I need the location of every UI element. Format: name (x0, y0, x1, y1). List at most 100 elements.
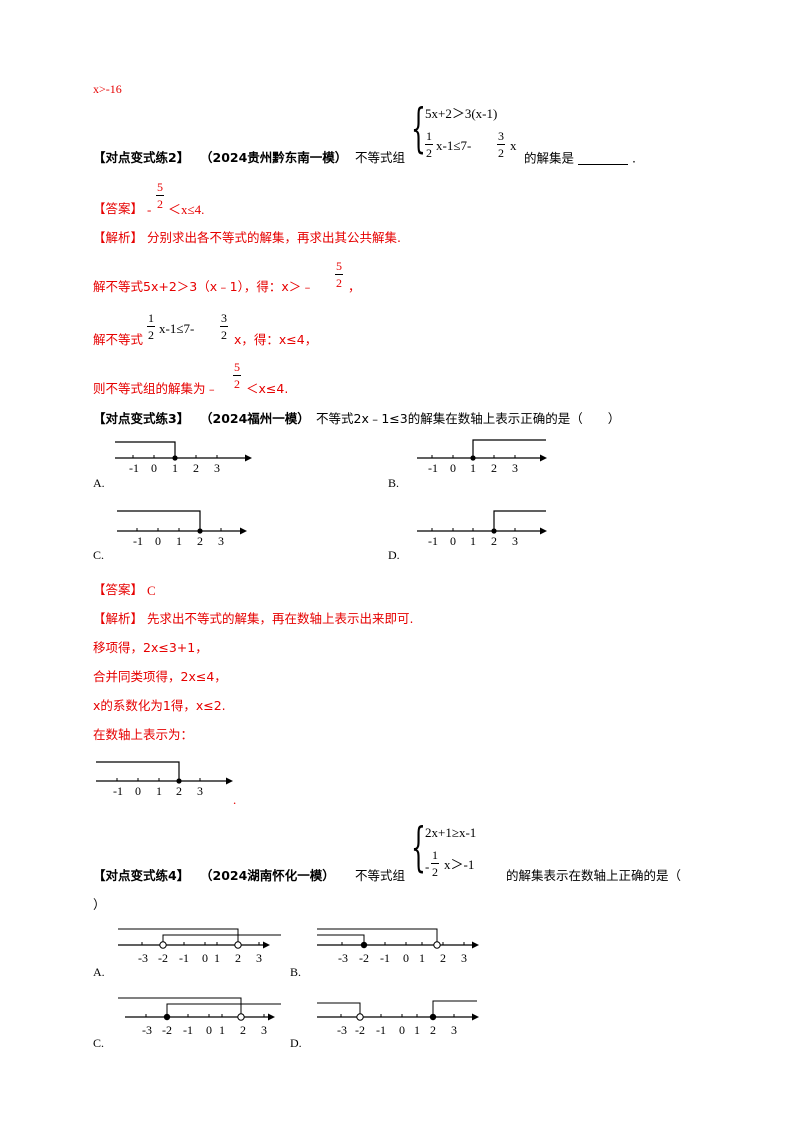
tick-label: 2 (240, 1023, 246, 1037)
system-line-2-end: x＞-1 (444, 857, 475, 872)
tick-label: 3 (512, 461, 518, 475)
answer-blank (578, 152, 628, 165)
solution-step-4: 在数轴上表示为： (93, 727, 194, 742)
fraction-bar (425, 144, 433, 145)
analysis-label: 【解析】 (93, 611, 144, 626)
tick-label: 0 (202, 951, 208, 965)
answer-prefix: - (147, 202, 152, 217)
tick-label: 3 (512, 534, 518, 548)
axis-arrow (245, 454, 252, 462)
tick-label: -2 (359, 951, 369, 965)
system-line-2-middle: x-1≤7- (436, 138, 472, 153)
solid-endpoint (429, 1013, 437, 1021)
answer-value: C (147, 583, 156, 598)
fraction-numerator: 5 (234, 360, 240, 374)
answer-label: 【答案】 (93, 201, 144, 216)
axis-arrow (540, 454, 547, 462)
solution-ray (472, 439, 546, 458)
option-d-label[interactable]: D. (290, 1036, 302, 1050)
analysis-text: 分别求出各不等式的解集，再求出其公共解集. (147, 230, 401, 245)
solution-step-3: 则不等式组的解集为﹣ (93, 381, 219, 396)
fraction-denominator: 2 (221, 328, 227, 342)
tick-label: 0 (450, 461, 456, 475)
option-a-label[interactable]: A. (93, 476, 105, 490)
tick-label: 2 (235, 951, 241, 965)
solution-ray (96, 761, 180, 781)
solution-number-line: -1 0 1 2 3 (96, 761, 233, 798)
tick-label: -3 (138, 951, 148, 965)
tick-label: 1 (156, 784, 162, 798)
tick-label: 2 (197, 534, 203, 548)
exercise-2-source: （2024贵州黔东南一模） (200, 150, 348, 165)
exercise-4-label: 【对点变式练4】 (93, 868, 190, 883)
fraction: 5 2 (233, 361, 241, 390)
stem-text: 的解集是 (524, 150, 575, 166)
tick-label: 1 (470, 461, 476, 475)
exercise-4-stem-end: 的解集表示在数轴上正确的是（ (506, 868, 682, 883)
solution-step-2: 合并同类项得，2x≤4， (93, 669, 227, 684)
fraction-denominator: 2 (234, 377, 240, 391)
previous-answer-text: x>-16 (93, 82, 122, 96)
tick-label: 1 (219, 1023, 225, 1037)
tick-label: -3 (338, 951, 348, 965)
option-a-label[interactable]: A. (93, 965, 105, 979)
option-b-label[interactable]: B. (388, 476, 400, 490)
fraction: 5 2 (335, 260, 343, 289)
solution-step-2: 解不等式 (93, 332, 144, 347)
fraction-numerator: 3 (498, 129, 504, 143)
solution-ray (115, 441, 176, 458)
axis-arrow (226, 777, 233, 785)
fraction: 1 2 (425, 130, 433, 159)
fraction-denominator: 2 (498, 146, 504, 160)
option-c-label[interactable]: C. (93, 548, 105, 562)
fraction-bar (335, 274, 343, 275)
exercise-4-stem-wrap: ） (93, 897, 106, 912)
tick-label: 0 (450, 534, 456, 548)
fraction-bar (147, 326, 155, 327)
solution-ray-upper (317, 928, 438, 945)
answer-suffix: ＜x≤4. (168, 202, 205, 217)
fraction-numerator: 1 (432, 848, 438, 862)
number-line-option-d: -1 0 1 2 3 (417, 510, 547, 548)
system-line-2-prefix: - (425, 859, 430, 874)
exercise-3-stem: 不等式2x﹣1≤3的解集在数轴上表示正确的是（ ） (316, 411, 621, 426)
tick-label: 3 (218, 534, 224, 548)
solution-ray (493, 510, 546, 531)
tick-label: 3 (461, 951, 467, 965)
solid-endpoint (470, 455, 476, 461)
fraction-numerator: 1 (148, 311, 154, 325)
solution-end-period: . (233, 792, 237, 807)
option-b-label[interactable]: B. (290, 965, 302, 979)
tick-label: 0 (399, 1023, 405, 1037)
number-line-option-d: -3 -2 -1 0 1 2 3 (317, 1000, 479, 1037)
solution-step-3-end: ＜x≤4. (246, 381, 289, 396)
solution-ray-lower (166, 1003, 281, 1017)
fraction-denominator: 2 (432, 865, 438, 879)
tick-label: 2 (176, 784, 182, 798)
tick-label: 1 (176, 534, 182, 548)
tick-label: -1 (428, 461, 438, 475)
option-c-label[interactable]: C. (93, 1036, 105, 1050)
number-line-option-b: -3 -2 -1 0 1 2 3 (317, 928, 479, 965)
fraction-bar (220, 326, 228, 327)
solution-step-2-middle: x-1≤7- (159, 321, 195, 336)
tick-label: -1 (380, 951, 390, 965)
solid-endpoint (491, 528, 497, 534)
fraction-numerator: 1 (426, 129, 432, 143)
tick-label: 2 (193, 461, 199, 475)
tick-label: 1 (414, 1023, 420, 1037)
tick-label: 0 (403, 951, 409, 965)
tick-label: -2 (158, 951, 168, 965)
system-line-1: 2x+1≥x-1 (425, 825, 477, 840)
tick-label: 2 (440, 951, 446, 965)
option-d-label[interactable]: D. (388, 548, 400, 562)
hollow-endpoint (356, 1013, 364, 1021)
solid-endpoint (360, 941, 368, 949)
exercise-2-label: 【对点变式练2】 (93, 150, 190, 165)
number-line-option-c: -3 -2 -1 0 1 2 3 (118, 997, 281, 1037)
hollow-endpoint (159, 941, 167, 949)
tick-label: 3 (256, 951, 262, 965)
solid-endpoint (176, 778, 182, 784)
tick-label: 0 (135, 784, 141, 798)
tick-label: -2 (355, 1023, 365, 1037)
